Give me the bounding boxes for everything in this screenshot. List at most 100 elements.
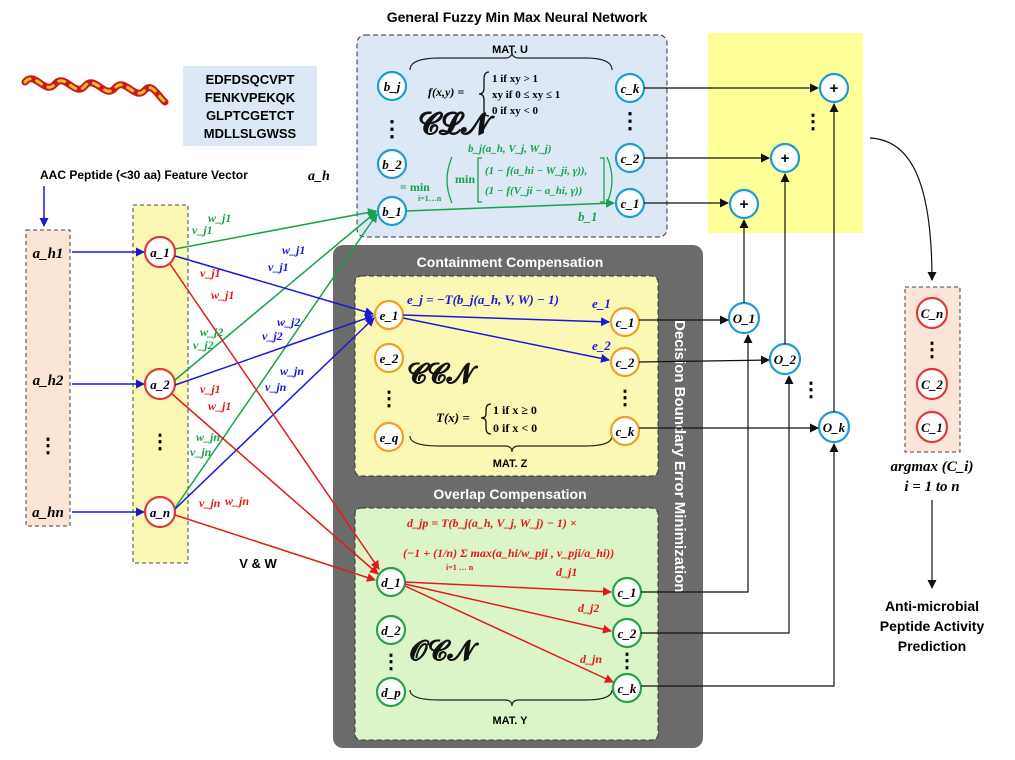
edge-a2-d1 (171, 393, 379, 575)
edge-a1-e1 (174, 255, 374, 317)
ocn-d-formula-2: (−1 + (1/n) Σ max(a_hi/w_pji , v_pji/a_h… (403, 546, 614, 560)
feature-vector-symbol: a_h (308, 169, 330, 184)
ocn-node-ck-label: c_k (618, 681, 637, 696)
weight-label-red-w1a: w_j1 (211, 288, 234, 302)
argmax-label: argmax (C_i) (891, 459, 974, 475)
input-column (25, 229, 71, 527)
weight-label-blue-w2: w_j2 (277, 315, 300, 329)
cln-node-c1-label: c_1 (621, 196, 640, 211)
cln-b1-to-c1-edge (405, 198, 615, 212)
feature-vector-label: AAC Peptide (<30 aa) Feature Vector (40, 168, 248, 182)
class-node-c1 (915, 410, 949, 444)
edge-an-d1 (174, 514, 376, 582)
vw-label: V & W (239, 556, 277, 571)
side-label: Decision Boundary Error Minimization (671, 320, 688, 593)
weight-label-blue-w1: w_j1 (282, 243, 305, 257)
cln-b-formula-row-2: (1 − f(V_ji − a_hi, γ)) (485, 185, 582, 197)
ccn-t-line-1: 1 if x ≥ 0 (493, 403, 537, 417)
cln-b-formula-min: min (455, 172, 475, 186)
plus-node-2-label: + (781, 150, 790, 167)
hidden-node-an-label: a_n (150, 505, 170, 520)
ocn-node-ck (611, 672, 643, 704)
edge-a2-b1 (174, 211, 377, 381)
ocn-node-c2-label: c_2 (618, 626, 637, 641)
cln-b-formula-row-1: (1 − f(a_hi − W_ji, γ)), (485, 165, 587, 177)
ccn-node-e2-label: e_2 (380, 351, 399, 366)
input-node-ah1: a_h1 (33, 246, 64, 262)
cln-b-formula-top: b_j(a_h, V_j, W_j) (468, 143, 552, 155)
weight-label-blue-v1: v_j1 (268, 260, 289, 274)
cln-b-formula-idx: i=1…n (418, 194, 442, 203)
input-dots: ⋮ (38, 435, 58, 457)
o-node-1-label: O_1 (733, 311, 755, 326)
plus-node-k (818, 72, 850, 104)
sequence-line-4: MDLLSLGWSS (204, 126, 297, 141)
ccn-node-eq-label: e_q (380, 430, 399, 445)
ccn-e1-to-c2-edge (402, 317, 610, 363)
containment-panel (354, 275, 659, 477)
ocn-d1-to-c1-edge (404, 581, 612, 597)
ocn-name: 𝓞𝓒𝓝 (410, 635, 479, 666)
hidden-node-a2-label: a_2 (150, 377, 170, 392)
o-node-2-label: O_2 (774, 352, 797, 367)
input-node-ah2: a_h2 (33, 373, 64, 389)
weight-label-green-w2: w_j2 (200, 325, 223, 339)
ccn-t-lhs: T(x) = (436, 410, 470, 425)
edge-a1-d1 (169, 263, 380, 570)
cln-box (356, 34, 668, 238)
class-node-c2-label: C_2 (921, 377, 943, 392)
hidden-node-a1 (143, 235, 177, 269)
weight-label-red-wn: w_jn (225, 494, 249, 508)
sequence-line-2: FENKVPEKQK (205, 90, 296, 105)
cln-edge-label-b1: b_1 (578, 209, 598, 224)
ocn-edge-label-dj2: d_j2 (578, 601, 599, 615)
ocn-d-formula-sum: i=1 … n (446, 563, 474, 572)
sequence-box (183, 66, 317, 146)
weight-label-blue-vn: v_jn (265, 380, 287, 394)
class-node-c1-label: C_1 (921, 420, 943, 435)
ccn-right-dots: ⋮ (615, 387, 635, 409)
hidden-node-a2 (143, 367, 177, 401)
ocn-matrix-label: MAT. Y (492, 715, 528, 727)
ocn-node-dp-label: d_p (381, 685, 401, 700)
ccn-t-brace (480, 403, 492, 435)
ccn-node-c2-label: c_2 (616, 355, 635, 370)
cln-b-bracket-right (600, 157, 605, 203)
ocn-left-dots: ⋮ (381, 651, 401, 673)
ccn-node-c1 (609, 306, 641, 338)
ocn-edge-label-djn: d_jn (580, 652, 602, 666)
weight-label-red-v1b: v_j1 (200, 382, 221, 396)
ccn-node-e2 (373, 342, 405, 374)
cln-b-formula-eq: = min (400, 180, 430, 194)
ocn-edge-label-dj1: d_j1 (556, 565, 577, 579)
weight-label-blue-v2: v_j2 (262, 329, 283, 343)
cln-b-paren-left (446, 156, 453, 204)
weight-label-red-w1b: w_j1 (208, 399, 231, 413)
cln-f-line-2: xy if 0 ≤ xy ≤ 1 (492, 89, 560, 101)
ocn-right-dots: ⋮ (617, 650, 637, 672)
ccn-t-line-2: 0 if x < 0 (493, 421, 537, 435)
cln-left-dots: ⋮ (381, 116, 403, 141)
o-node-k-label: O_k (823, 420, 846, 435)
weight-label-green-w1: w_j1 (208, 211, 231, 225)
ocn-matrix-brace (409, 689, 613, 707)
ccn-matrix-brace (409, 435, 613, 453)
cln-f-line-1: 1 if xy > 1 (492, 73, 538, 85)
ocn-node-dp (375, 676, 407, 708)
sequence-line-1: EDFDSQCVPT (206, 72, 295, 87)
plus-dots: ⋮ (803, 111, 823, 133)
overlap-header: Overlap Compensation (433, 486, 586, 502)
peptide-helix-image (21, 75, 169, 106)
input-node-ahn: a_hn (32, 505, 64, 521)
cln-node-b2 (376, 148, 408, 180)
prediction-line-1: Anti-microbial (885, 598, 979, 614)
ccn-edge-label-e2: e_2 (592, 338, 611, 353)
containment-header: Containment Compensation (417, 254, 604, 270)
cln-matrix-brace (409, 51, 613, 71)
ccn-node-e1-label: e_1 (380, 308, 399, 323)
cln-f-line-3: 0 if xy < 0 (492, 105, 538, 117)
ccn-name: 𝓒𝓒𝓝 (407, 358, 479, 389)
cln-node-b2-label: b_2 (382, 157, 402, 172)
ccn-node-eq (373, 421, 405, 453)
